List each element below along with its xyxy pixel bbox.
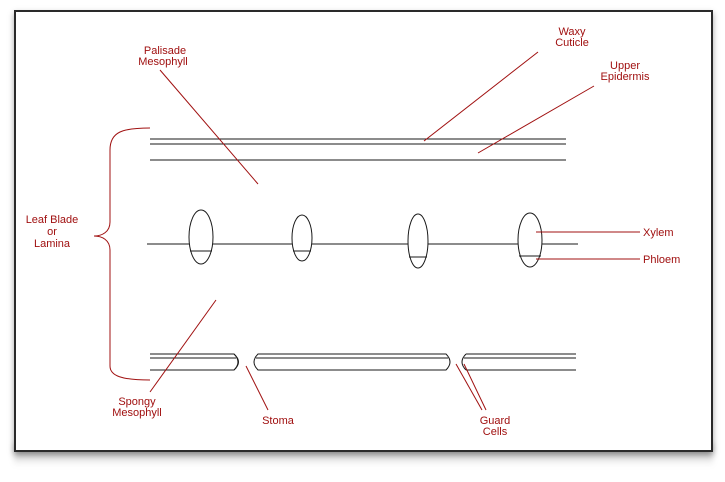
lower-epidermis-segment-1 xyxy=(150,353,239,371)
upper-epidermis-leader xyxy=(477,85,595,154)
palisade-label-line-1: Palisade xyxy=(144,45,186,57)
guard-cell-left xyxy=(233,353,239,371)
spongy-label-line-2: Mesophyll xyxy=(112,407,162,419)
vascular-bundle-2 xyxy=(291,214,313,262)
vascular-bundle-4 xyxy=(517,212,543,268)
upper-epidermis-label-line-1: Upper xyxy=(610,60,640,72)
vascular-bundle-1 xyxy=(188,209,214,265)
stoma-label: Stoma xyxy=(262,415,295,427)
guard-cells-label-line-1: Guard xyxy=(480,415,511,427)
stoma-leader xyxy=(245,365,269,411)
guard-cells-label-line-2: Cells xyxy=(483,426,508,438)
upper-layers xyxy=(150,138,566,161)
leaf-blade-label-line-3: Lamina xyxy=(34,238,71,250)
spongy-label-line-1: Spongy xyxy=(118,396,156,408)
leaf-blade-label-line-1: Leaf Blade xyxy=(26,214,79,226)
lower-epidermis-segment-2 xyxy=(253,353,451,371)
waxy-cuticle-leader xyxy=(423,51,539,142)
leaf-blade-brace xyxy=(93,127,151,381)
vascular-bundle-3 xyxy=(407,213,429,269)
palisade-leader xyxy=(159,69,259,185)
palisade-label-line-2: Mesophyll xyxy=(138,56,188,68)
leader-lines xyxy=(149,51,640,411)
lower-epidermis xyxy=(150,353,576,371)
vascular-layer xyxy=(147,209,578,269)
upper-epidermis-label-line-2: Epidermis xyxy=(601,71,650,83)
labels: Palisade Mesophyll Waxy Cuticle Upper Ep… xyxy=(26,26,681,438)
diagram-frame xyxy=(14,10,713,452)
guard-cells-leader-left xyxy=(455,363,483,411)
xylem-label: Xylem xyxy=(643,227,674,239)
leaf-blade-label-line-2: or xyxy=(47,226,57,238)
spongy-leader xyxy=(149,299,217,393)
lower-epidermis-segment-3 xyxy=(461,353,576,371)
waxy-cuticle-label-line-2: Cuticle xyxy=(555,37,589,49)
phloem-label: Phloem xyxy=(643,254,680,266)
waxy-cuticle-label-line-1: Waxy xyxy=(558,26,586,38)
guard-cells-leader-right xyxy=(463,363,487,411)
